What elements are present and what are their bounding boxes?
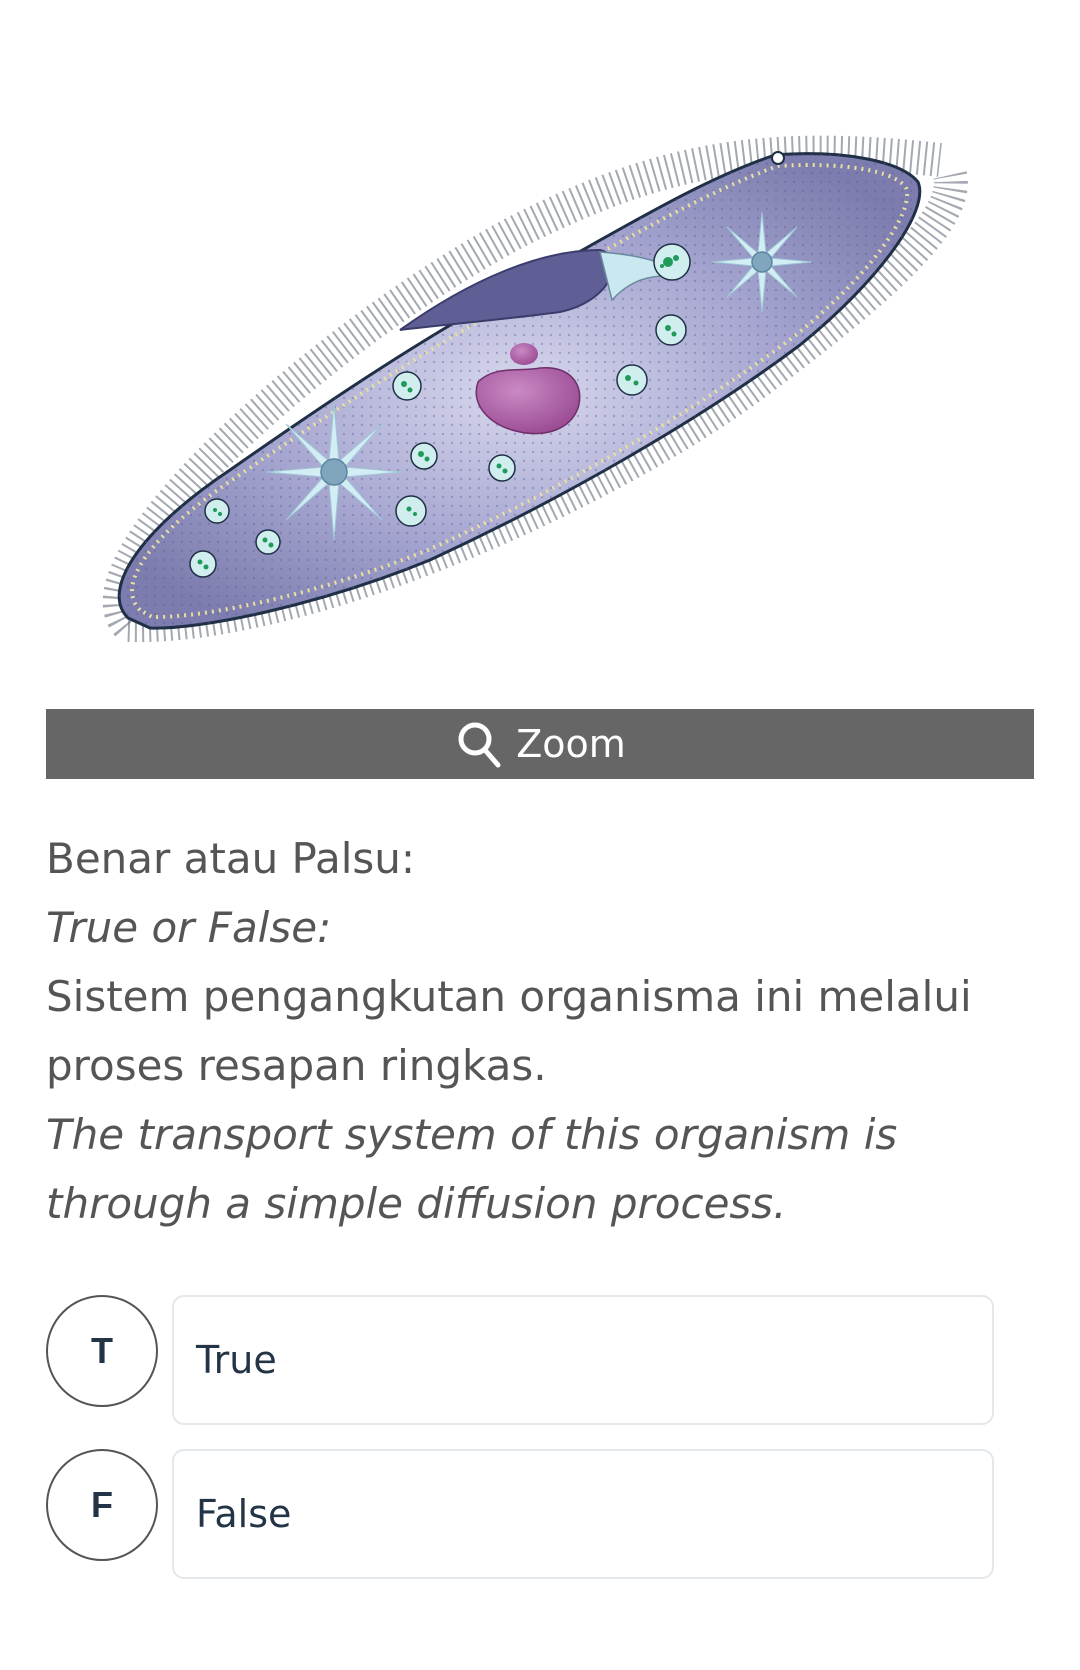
zoom-button[interactable]: Zoom — [46, 709, 1034, 779]
statement-en-line-1: The transport system of this organism is — [46, 1110, 898, 1159]
macronucleus — [475, 367, 581, 435]
zoom-label: Zoom — [516, 722, 626, 766]
statement-en-line-2: through a simple diffusion process. — [46, 1179, 787, 1228]
option-true[interactable]: T True — [46, 1295, 994, 1425]
micronucleus — [510, 343, 538, 365]
contractile-vacuole-upper — [711, 211, 813, 313]
statement-ms-line-2: proses resapan ringkas. — [46, 1041, 547, 1090]
option-label: True — [196, 1338, 277, 1382]
option-key-badge[interactable]: F — [46, 1449, 158, 1561]
question-title-en: True or False: — [46, 903, 332, 952]
option-false[interactable]: F False — [46, 1449, 994, 1579]
option-answer-box[interactable]: True — [172, 1295, 994, 1425]
option-key: T — [91, 1330, 113, 1371]
magnifier-icon — [458, 722, 501, 768]
option-answer-box[interactable]: False — [172, 1449, 994, 1579]
paramecium-illustration — [0, 0, 1080, 700]
option-label: False — [196, 1492, 292, 1536]
option-key: F — [91, 1484, 113, 1525]
statement-ms-line-1: Sistem pengangkutan organisma ini melalu… — [46, 972, 972, 1021]
contractile-vacuole-lower — [265, 403, 403, 541]
question-text: Benar atau Palsu: True or False: Sistem … — [46, 824, 1036, 1238]
food-vacuoles — [189, 243, 691, 578]
option-key-badge[interactable]: T — [46, 1295, 158, 1407]
question-title-ms: Benar atau Palsu: — [46, 834, 416, 883]
